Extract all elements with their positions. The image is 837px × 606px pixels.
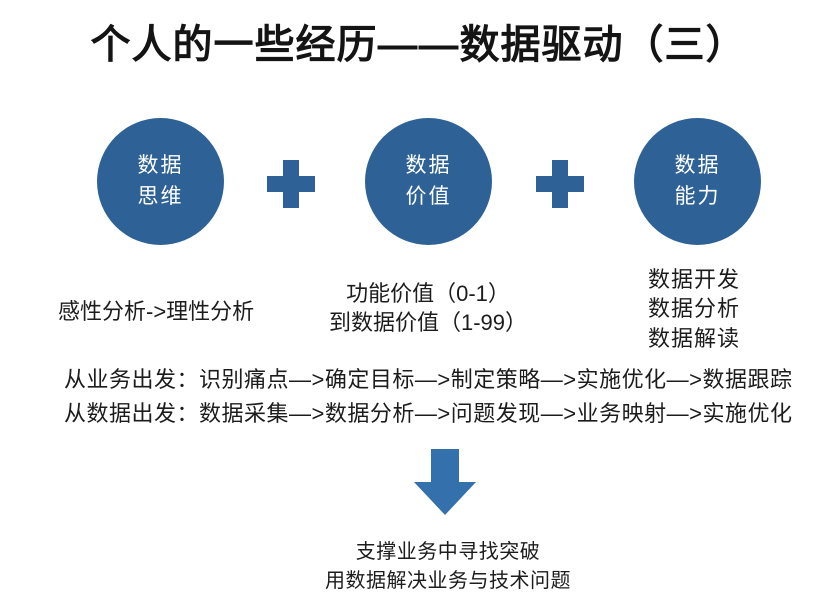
down-arrow-shaft <box>431 449 459 483</box>
flow-step: 实施优化 <box>702 401 793 426</box>
circle-label-line1: 数据 <box>405 154 452 178</box>
page-title: 个人的一些经历——数据驱动（三） <box>90 23 747 67</box>
plus-icon <box>267 160 315 208</box>
flow-arrow-separator: —> <box>414 367 451 392</box>
note-value-line2: 到数据价值（1-99） <box>328 310 528 336</box>
flow-line-from-business: 从业务出发：识别痛点—>确定目标—>制定策略—>实施优化—>数据跟踪 <box>64 362 793 394</box>
circle-label-line2: 能力 <box>674 184 721 208</box>
plus-icon-bar-vertical <box>283 160 299 208</box>
note-ability: 数据开发 数据分析 数据解读 <box>648 265 740 353</box>
circle-label-line1: 数据 <box>674 154 721 178</box>
conclusion-line1: 支撑业务中寻找突破 <box>355 541 541 563</box>
flow-line-from-data: 从数据出发：数据采集—>数据分析—>问题发现—>业务映射—>实施优化 <box>64 396 793 428</box>
conclusion-line2: 用数据解决业务与技术问题 <box>325 570 571 592</box>
flow-step: 识别痛点 <box>199 367 290 392</box>
flow-arrow-separator: —> <box>540 401 577 426</box>
circle-data-value: 数据 价值 <box>365 118 492 245</box>
flow-prefix: 从业务出发： <box>64 367 200 392</box>
flow-arrow-separator: —> <box>540 367 577 392</box>
flow-step: 制定策略 <box>450 367 541 392</box>
flow-step: 数据采集 <box>199 401 290 426</box>
flow-arrow-separator: —> <box>289 401 325 426</box>
note-value-line1: 功能价值（0-1） <box>346 281 510 306</box>
down-arrow-head <box>414 482 476 515</box>
circle-data-thinking: 数据 思维 <box>97 118 224 245</box>
flow-step: 数据跟踪 <box>702 367 793 392</box>
plus-icon-bar-vertical <box>552 160 568 208</box>
conclusion-text: 支撑业务中寻找突破 用数据解决业务与技术问题 <box>98 538 798 596</box>
note-ability-item: 数据解读 <box>648 325 741 351</box>
circle-label-line1: 数据 <box>137 154 184 178</box>
flow-step: 问题发现 <box>450 401 541 426</box>
circle-data-ability: 数据 能力 <box>634 118 761 245</box>
circle-label-line2: 价值 <box>405 184 452 208</box>
flow-step: 实施优化 <box>576 367 667 392</box>
flow-arrow-separator: —> <box>666 367 703 392</box>
note-value: 功能价值（0-1） 到数据价值（1-99） <box>312 279 544 337</box>
note-thinking: 感性分析->理性分析 <box>58 299 255 324</box>
flow-prefix: 从数据出发： <box>64 401 200 426</box>
plus-icon <box>536 160 584 208</box>
flow-step: 数据分析 <box>324 401 415 426</box>
note-ability-item: 数据开发 <box>648 267 741 292</box>
flow-arrow-separator: —> <box>666 401 703 426</box>
flow-arrow-separator: —> <box>414 401 451 426</box>
flow-step: 业务映射 <box>576 401 667 426</box>
flow-step: 确定目标 <box>324 367 415 392</box>
flow-arrow-separator: —> <box>289 367 325 392</box>
circle-label-line2: 思维 <box>137 184 184 208</box>
down-arrow-icon <box>414 449 476 515</box>
note-ability-item: 数据分析 <box>648 296 741 322</box>
